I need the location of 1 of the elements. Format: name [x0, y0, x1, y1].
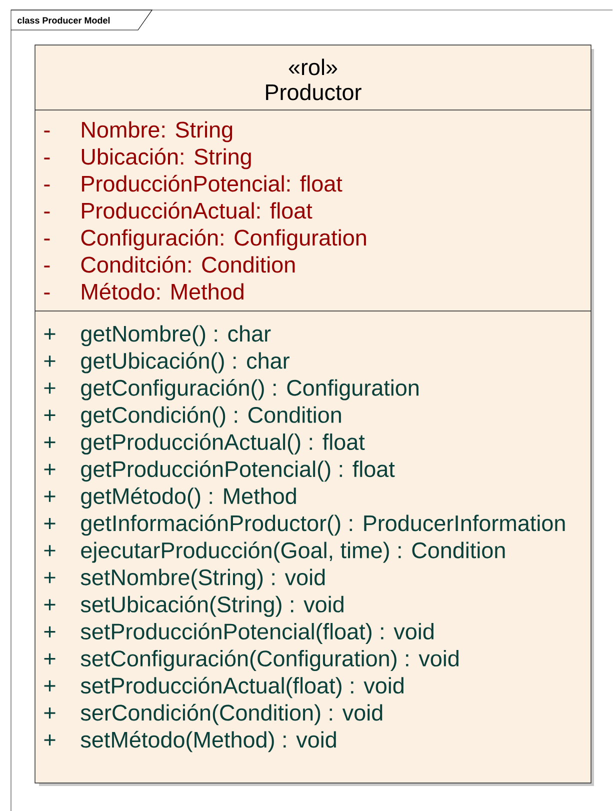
frame-title: class Producer Model [18, 16, 110, 24]
